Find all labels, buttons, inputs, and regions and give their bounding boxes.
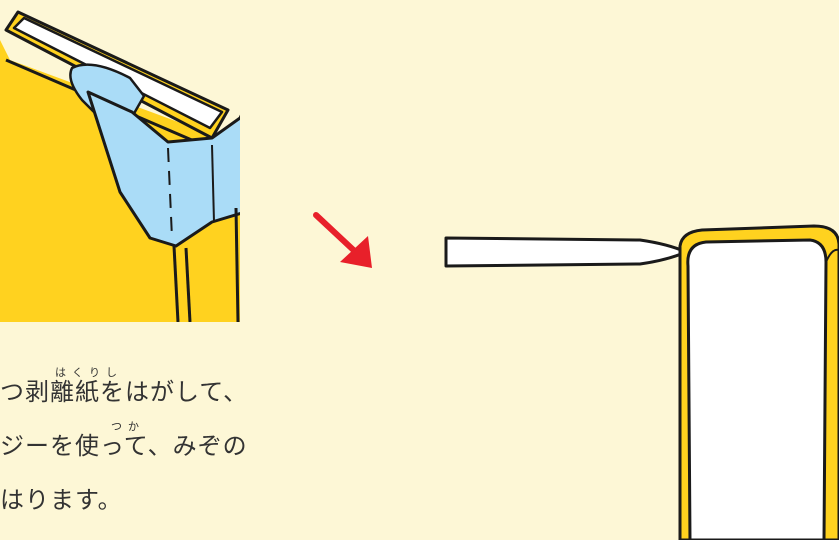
ruby-tsuka: つか (111, 420, 145, 433)
arrow-down-right-icon (313, 212, 372, 268)
ruby-hakurishi: はくりし (55, 366, 123, 379)
book-corner-illustration (0, 0, 240, 322)
book-spine-illustration (444, 224, 839, 540)
instruction-line-2: ジーを使って、みぞの (0, 432, 248, 460)
instruction-line-3: はります。 (0, 486, 123, 514)
instruction-line-1: つ剥離紙をはがして、 (0, 378, 249, 406)
spatula-tool (444, 236, 688, 268)
book-spine-pages (686, 238, 828, 540)
corner-tape (86, 90, 240, 248)
